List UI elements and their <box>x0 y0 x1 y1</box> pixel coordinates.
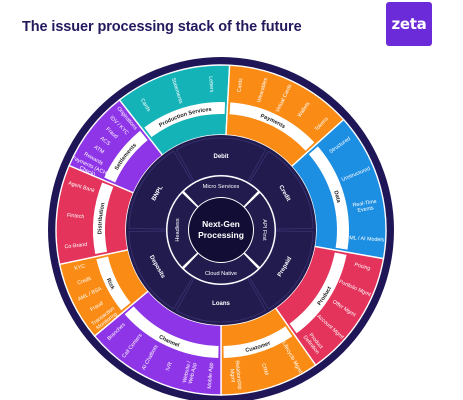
core-label: Cloud Native <box>205 271 237 277</box>
sector-item: ACS <box>99 136 112 148</box>
core-segment-api-first <box>244 193 275 267</box>
inner-label: Debit <box>214 154 229 160</box>
sector-item: ATM <box>93 145 105 156</box>
sector-item: Credit <box>77 276 93 287</box>
sector-label: Distribution <box>97 202 106 235</box>
zeta-logo-text: zeta <box>391 15 427 33</box>
sector-item: Fintech <box>67 213 85 221</box>
sector-label-band <box>96 256 131 311</box>
center-label-line2: Processing <box>198 230 244 240</box>
sector-label-band <box>229 102 315 151</box>
sector-item: Real-TimeEvents <box>352 199 378 215</box>
center-label-line1: Next-Gen <box>202 219 240 229</box>
page-title: The issuer processing stack of the futur… <box>22 19 302 35</box>
sector-item: Mobile App <box>207 362 215 389</box>
core-label: Headless <box>175 218 181 242</box>
sector-label-band <box>93 182 114 254</box>
sector-item: IVR <box>165 361 174 372</box>
core-segment-headless <box>167 193 198 267</box>
sector-item: KYC <box>74 263 86 272</box>
center-disc <box>189 198 253 262</box>
sector-item: Pricing <box>354 262 371 272</box>
sector-label-band <box>124 306 219 358</box>
inner-label: Loans <box>212 301 230 307</box>
sector-label-band <box>289 252 347 334</box>
core-segment-micro-services <box>184 176 258 207</box>
sector-item: Letters <box>207 76 214 93</box>
core-label: Micro Services <box>203 184 240 190</box>
sector-label: Risk <box>105 278 116 292</box>
sector-item: Co-Brand <box>64 242 87 250</box>
sector-item: CRM <box>260 363 269 376</box>
sector-item: RelationshipMgmt <box>228 360 243 390</box>
sector-label-band <box>308 146 349 250</box>
core-label: API First <box>261 219 267 241</box>
sector-label: Data <box>332 190 341 204</box>
sector-item: Website /Web App <box>182 360 199 385</box>
sector-label-band <box>104 130 148 183</box>
sector-label-band <box>144 102 226 138</box>
zeta-logo: zeta <box>386 2 432 46</box>
sector-item: Cards <box>237 78 245 93</box>
core-segment-cloud-native <box>184 253 258 284</box>
sector-item: ML / AI Models <box>349 235 384 243</box>
sector-label-band <box>223 326 293 358</box>
